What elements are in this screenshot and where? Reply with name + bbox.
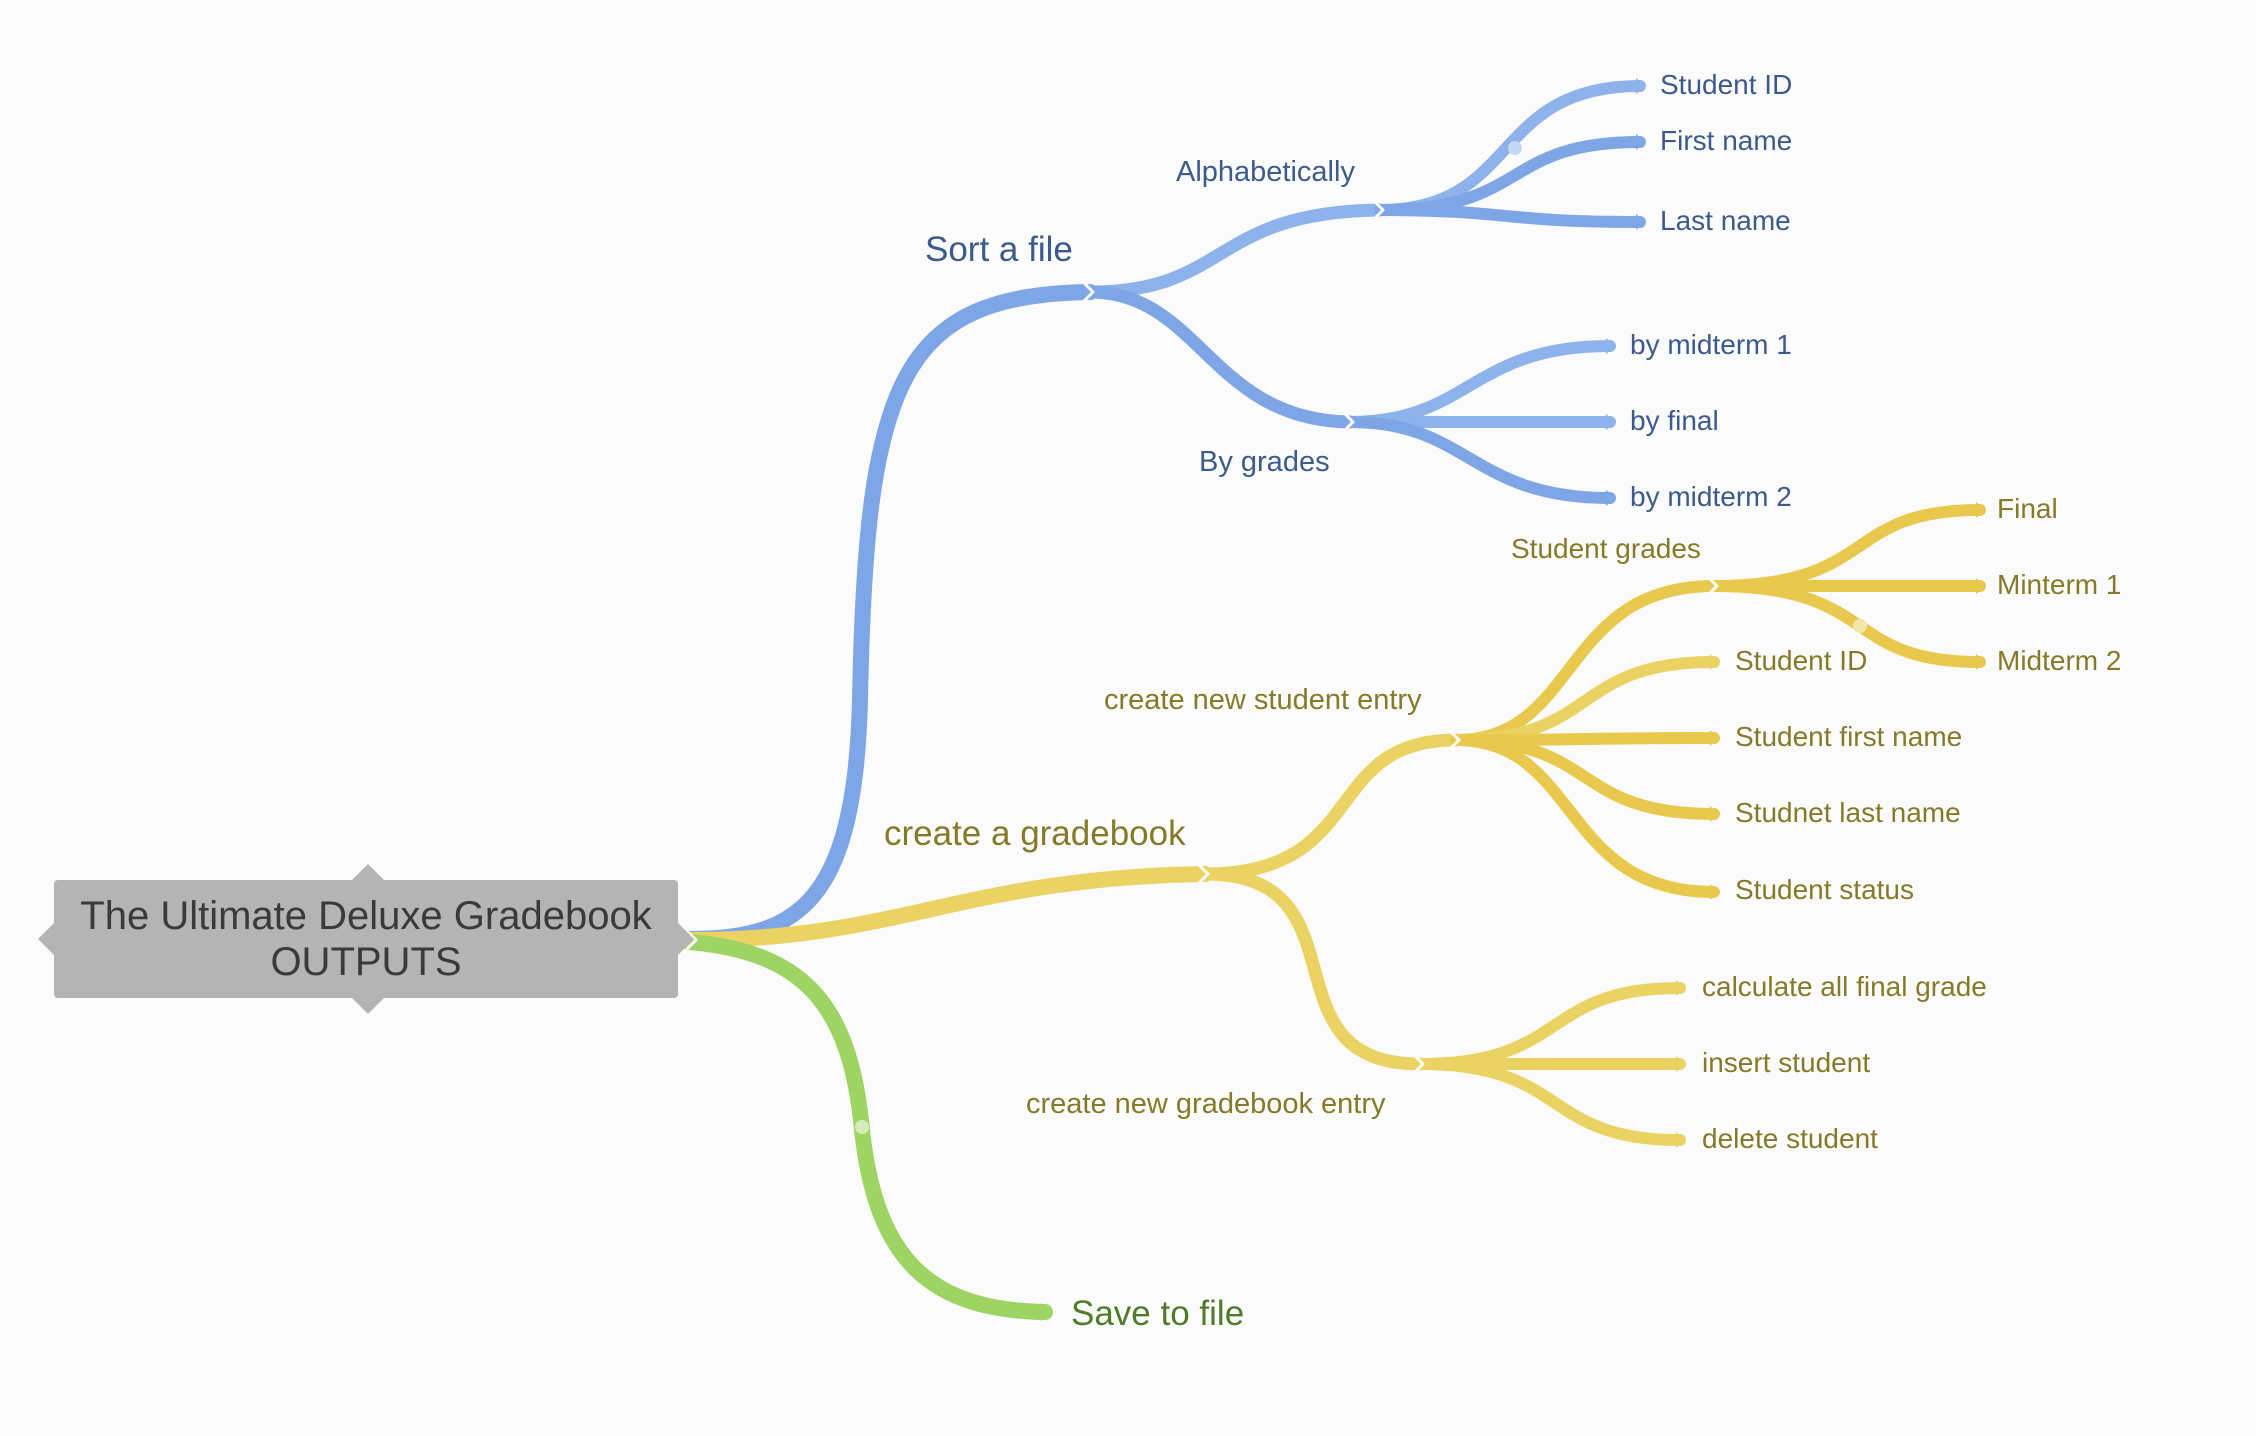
- branch-create-a-gradebook: [682, 866, 1213, 948]
- branch-create-new-student-entry: [1198, 733, 1463, 881]
- branch-dot-icon: [855, 1120, 869, 1134]
- node-sort-a-file[interactable]: Sort a file: [925, 230, 1073, 269]
- leaf-entry-student-id[interactable]: Student ID: [1735, 645, 1868, 676]
- node-alphabetically[interactable]: Alphabetically: [1176, 156, 1355, 188]
- arrow-tip-icon: [1636, 78, 1646, 94]
- arrow-tip-icon: [1676, 980, 1686, 996]
- branch-alphabetically: [1083, 203, 1387, 299]
- arrow-tip-icon: [1710, 654, 1720, 670]
- junction-chevron-icon: [1083, 282, 1095, 302]
- branch-grade-final: [1708, 504, 1986, 592]
- root-node[interactable]: The Ultimate Deluxe Gradebook OUTPUTS: [54, 880, 678, 998]
- root-title-line-1: The Ultimate Deluxe Gradebook: [80, 894, 652, 938]
- node-create-new-student-entry[interactable]: create new student entry: [1104, 684, 1422, 716]
- root-notch-left: [38, 923, 54, 955]
- leaf-by-final[interactable]: by final: [1630, 405, 1719, 436]
- arrow-tip-icon: [1710, 884, 1720, 900]
- leaf-delete-student[interactable]: delete student: [1702, 1123, 1878, 1154]
- root-notch-top: [352, 864, 384, 880]
- arrow-tip-icon: [1606, 338, 1616, 354]
- root-title-line-2: OUTPUTS: [270, 940, 462, 984]
- junction-chevron-icon: [1413, 1054, 1425, 1074]
- branch-delete-student: [1414, 1058, 1686, 1146]
- arrow-tip-icon: [1636, 214, 1646, 230]
- leaf-entry-status[interactable]: Student status: [1735, 874, 1915, 905]
- branch-by-grades: [1083, 285, 1357, 429]
- arrow-tip-icon: [1976, 578, 1986, 594]
- leaf-alpha-student-id[interactable]: Student ID: [1660, 69, 1793, 100]
- node-create-a-gradebook[interactable]: create a gradebook: [884, 814, 1186, 853]
- arrow-tip-icon: [1676, 1056, 1686, 1072]
- junction-chevron-icon: [1343, 412, 1355, 432]
- branch-entry-status: [1450, 734, 1720, 898]
- leaf-calculate-final-grade[interactable]: calculate all final grade: [1702, 971, 1987, 1002]
- branch-dot-icon: [1508, 141, 1522, 155]
- leaf-by-midterm-2[interactable]: by midterm 2: [1630, 481, 1792, 512]
- root-notch-right: [678, 923, 694, 955]
- junction-chevron-icon: [1707, 576, 1719, 596]
- branch-create-new-gradebook-entry: [1198, 867, 1427, 1071]
- arrow-tip-icon: [1976, 654, 1986, 670]
- leaf-insert-student[interactable]: insert student: [1702, 1047, 1871, 1078]
- arrow-tip-icon: [1606, 490, 1616, 506]
- leaf-grade-final[interactable]: Final: [1997, 493, 2058, 524]
- junction-chevron-icon: [1373, 200, 1385, 220]
- branch-by-midterm-2: [1344, 416, 1616, 504]
- root-notch-bottom: [352, 998, 384, 1014]
- branch-dot-icon: [1853, 619, 1867, 633]
- arrow-tip-icon: [1636, 134, 1646, 150]
- leaf-by-midterm-1[interactable]: by midterm 1: [1630, 329, 1792, 360]
- arrow-tip-icon: [1976, 502, 1986, 518]
- arrow-tip-icon: [1040, 1303, 1052, 1321]
- node-student-grades[interactable]: Student grades: [1511, 533, 1701, 564]
- arrow-tip-icon: [1676, 1132, 1686, 1148]
- leaf-entry-last-name[interactable]: Studnet last name: [1735, 797, 1961, 828]
- branch-calculate-final-grade: [1414, 982, 1686, 1070]
- branch-alpha-last-name: [1374, 204, 1646, 228]
- junction-chevron-icon: [1449, 730, 1461, 750]
- arrow-tip-icon: [1606, 414, 1616, 430]
- leaf-entry-first-name[interactable]: Student first name: [1735, 721, 1963, 752]
- node-by-grades[interactable]: By grades: [1199, 446, 1330, 478]
- leaf-grade-minterm-1[interactable]: Minterm 1: [1997, 569, 2122, 600]
- leaf-alpha-last-name[interactable]: Last name: [1660, 205, 1791, 236]
- leaf-alpha-first-name[interactable]: First name: [1660, 125, 1793, 156]
- branch-by-midterm-1: [1344, 340, 1616, 428]
- node-create-new-gradebook-entry[interactable]: create new gradebook entry: [1026, 1088, 1386, 1120]
- arrow-tip-icon: [1710, 806, 1720, 822]
- leaf-grade-midterm-2[interactable]: Midterm 2: [1997, 645, 2122, 676]
- junction-chevron-icon: [1198, 864, 1210, 884]
- branch-sort-a-file: [682, 284, 1098, 947]
- arrow-tip-icon: [1710, 730, 1720, 746]
- node-save-to-file[interactable]: Save to file: [1071, 1294, 1245, 1333]
